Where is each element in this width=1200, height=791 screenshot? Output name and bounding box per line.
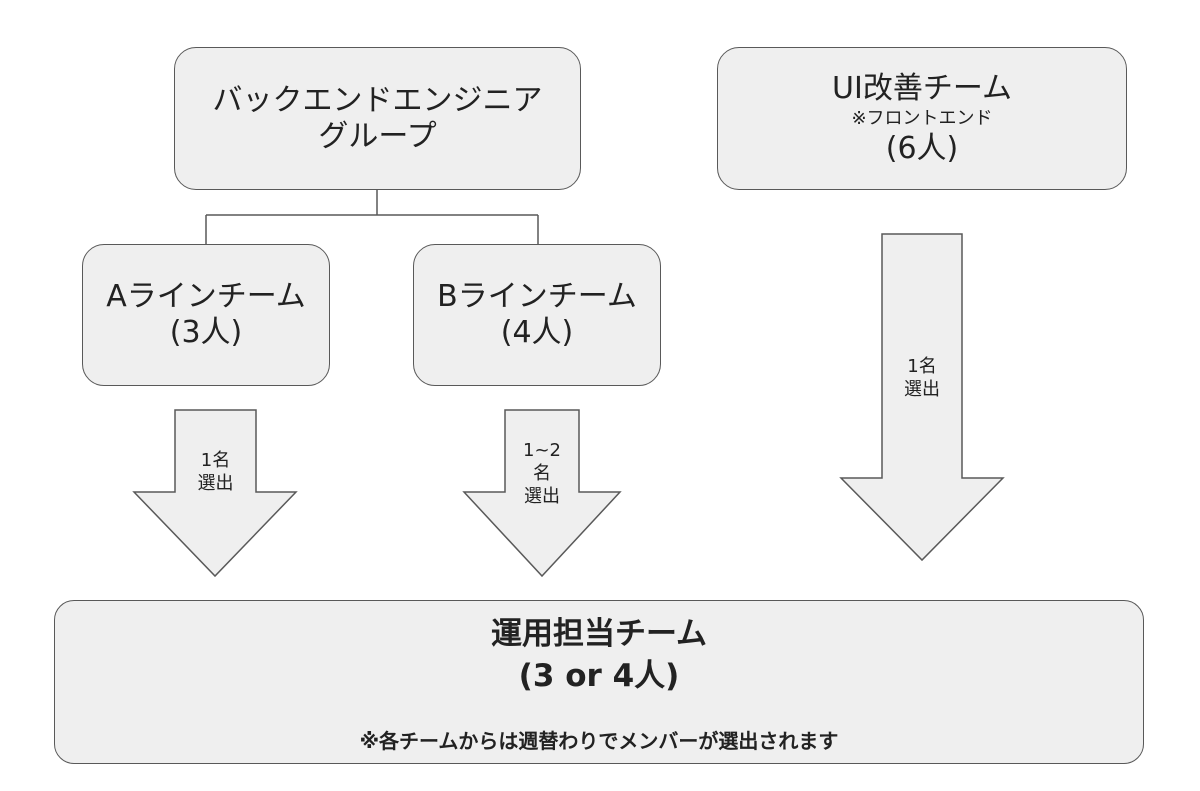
arrow-ui-label: 1名 選出	[882, 355, 962, 401]
arrow-a-label: 1名 選出	[175, 449, 256, 495]
arrow-ui-count: 1名	[907, 356, 937, 377]
arrow-a-count: 1名	[200, 450, 231, 471]
ui-team-title: UI改善チーム	[832, 70, 1012, 106]
arrow-ui-select: 選出	[904, 379, 940, 400]
arrow-b-select: 選出	[524, 486, 560, 507]
arrow-b-label: 1~2 名 選出	[505, 439, 579, 508]
arrow-b-unit: 名	[533, 463, 551, 484]
team-a-box: Aラインチーム (3人)	[82, 244, 330, 386]
backend-group-box: バックエンドエンジニア グループ	[174, 47, 581, 190]
arrow-a-select: 選出	[197, 473, 234, 494]
team-b-box: Bラインチーム (4人)	[413, 244, 661, 386]
ui-team-count: (6人)	[885, 130, 959, 166]
arrow-down-a	[132, 409, 298, 578]
backend-group-title-line2: グループ	[318, 118, 437, 154]
ops-team-title: 運用担当チーム	[490, 616, 708, 652]
ops-team-count: (3 or 4人)	[518, 658, 680, 694]
team-a-count: (3人)	[169, 315, 243, 350]
ops-team-note: ※各チームからは週替わりでメンバーが選出されます	[359, 729, 839, 753]
team-b-title: Bラインチーム	[437, 279, 637, 314]
team-b-count: (4人)	[500, 315, 574, 350]
arrow-b-count: 1~2	[523, 440, 561, 461]
ui-team-note: ※フロントエンド	[851, 107, 993, 129]
arrow-down-ui	[839, 233, 1005, 562]
arrow-down-b	[462, 409, 622, 578]
tree-connector	[205, 190, 539, 244]
team-a-title: Aラインチーム	[106, 279, 306, 314]
backend-group-title-line1: バックエンドエンジニア	[212, 82, 543, 118]
ops-team-box: 運用担当チーム (3 or 4人) ※各チームからは週替わりでメンバーが選出され…	[54, 600, 1144, 764]
ui-team-box: UI改善チーム ※フロントエンド (6人)	[717, 47, 1127, 190]
